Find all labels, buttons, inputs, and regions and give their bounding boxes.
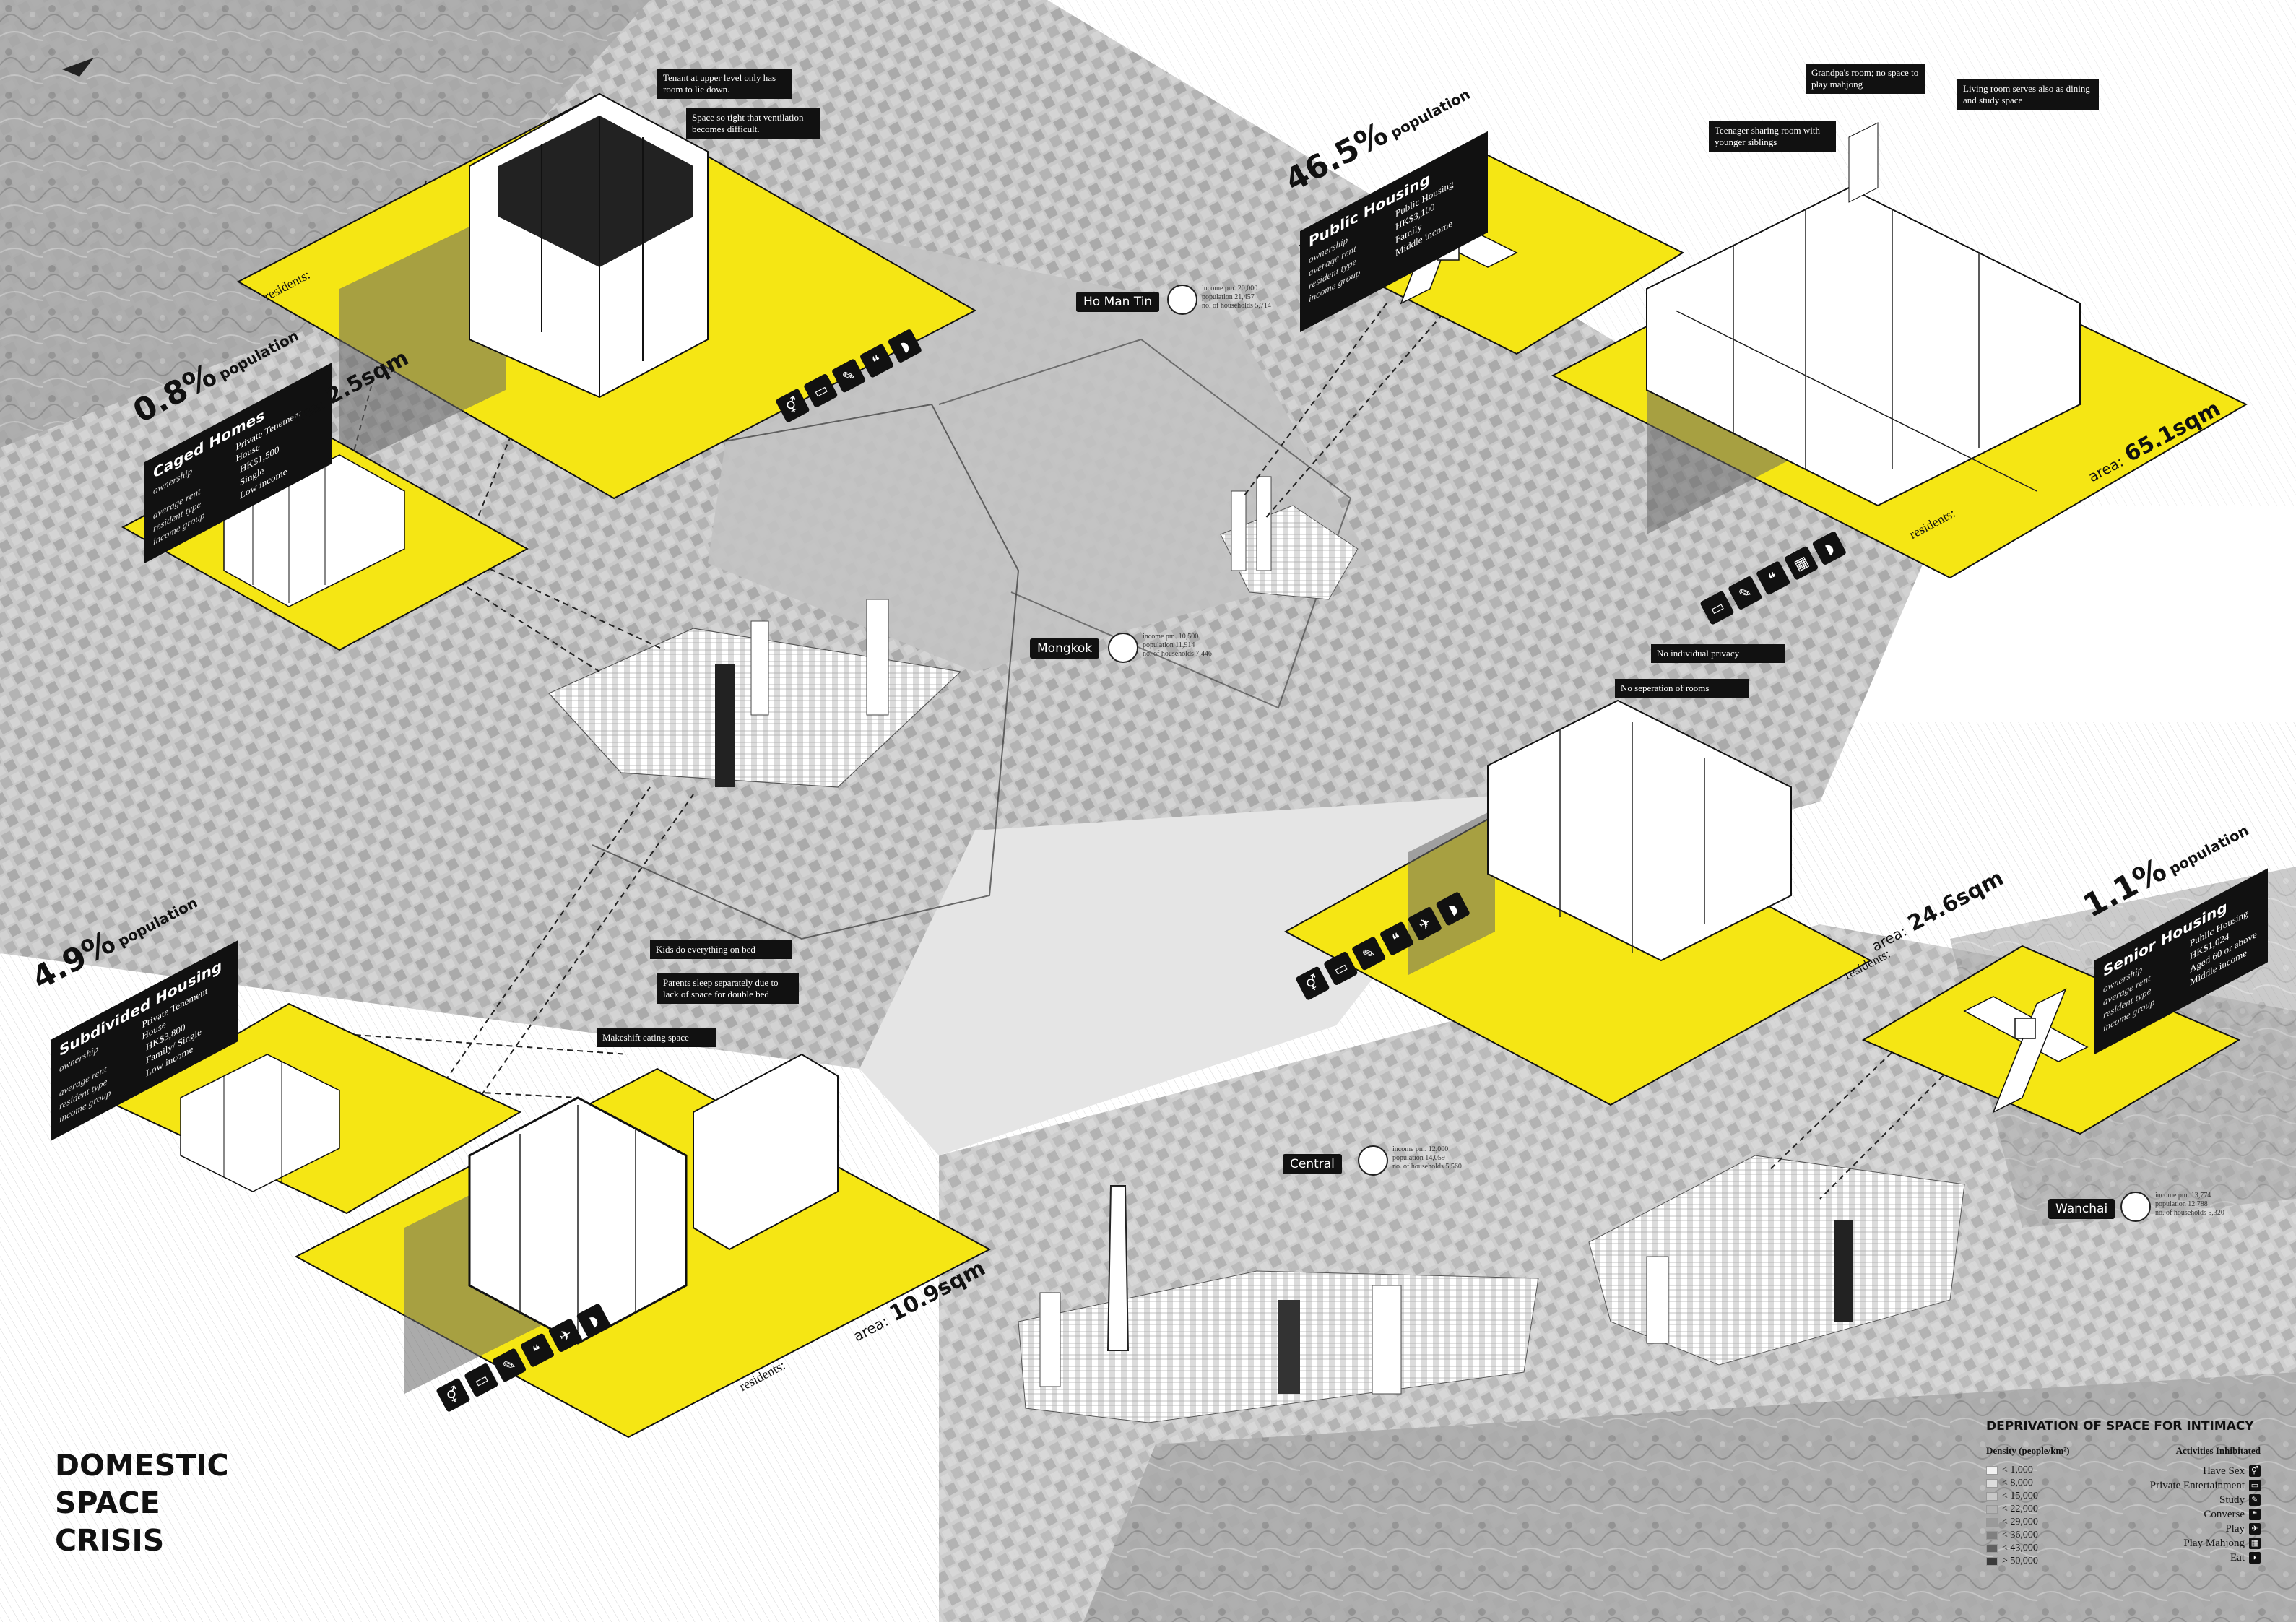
entertainment-icon: ▭: [2249, 1480, 2261, 1491]
density-swatch: [1986, 1544, 1998, 1553]
district-label-wanchai: Wanchai: [2048, 1199, 2115, 1219]
panel-subdivided-floorplan: [113, 1002, 522, 1215]
density-swatch: [1986, 1531, 1998, 1540]
play-icon: ✈: [2249, 1523, 2261, 1535]
panel-senior-floorplan: [1861, 945, 2241, 1135]
public-note-grandpa: Grandpa's room; no space to play mahjong: [1806, 64, 1925, 94]
middle-note-rooms: No seperation of rooms: [1615, 679, 1749, 698]
density-swatch: [1986, 1518, 1998, 1527]
caged-note-ventilation: Space so tight that ventilation becomes …: [686, 108, 820, 139]
district-stats-wanchai: income pm. 13,774 population 12,788 no. …: [2155, 1192, 2224, 1217]
district-income-ring-icon: [1358, 1145, 1388, 1176]
mahjong-icon: ▦: [2249, 1538, 2261, 1549]
legend: DEPRIVATION OF SPACE FOR INTIMACY Densit…: [1986, 1419, 2261, 1568]
density-swatch: [1986, 1557, 1998, 1566]
mongkok-buildings: [548, 599, 962, 788]
density-swatch: [1986, 1505, 1998, 1514]
panel-subdivided-unit: [294, 1053, 992, 1439]
subdivided-note-eating: Makeshift eating space: [597, 1028, 716, 1047]
eat-icon: ◗: [2249, 1552, 2261, 1564]
caged-note-upper: Tenant at upper level only has room to l…: [657, 69, 792, 99]
legend-activities: Activities Inhibitated Have Sex⚥ Private…: [2149, 1445, 2261, 1564]
have-sex-icon: ⚥: [2249, 1465, 2261, 1477]
homantin-buildings: [1220, 476, 1359, 600]
panel-public-unit: [1551, 122, 2248, 579]
legend-density: Density (people/km²) < 1,000 < 8,000 < 1…: [1986, 1445, 2070, 1566]
district-label-homantin: Ho Man Tin: [1076, 292, 1160, 312]
district-income-ring-icon: [1167, 285, 1197, 315]
central-buildings: [1018, 1185, 1539, 1423]
district-stats-homantin: income pm. 20,000 population 21,457 no. …: [1202, 285, 1271, 310]
district-label-mongkok: Mongkok: [1030, 638, 1100, 659]
converse-icon: ❝: [2249, 1509, 2261, 1520]
district-label-central: Central: [1283, 1154, 1342, 1174]
study-icon: ✎: [2249, 1494, 2261, 1506]
public-note-teenager: Teenager sharing room with younger sibli…: [1709, 121, 1836, 152]
district-income-ring-icon: [1108, 633, 1138, 663]
district-stats-mongkok: income pm. 10,500 population 11,914 no. …: [1143, 633, 1212, 658]
legend-title: DEPRIVATION OF SPACE FOR INTIMACY: [1986, 1419, 2254, 1434]
density-swatch: [1986, 1466, 1998, 1475]
public-note-living: Living room serves also as dining and st…: [1957, 79, 2099, 110]
density-swatch: [1986, 1492, 1998, 1501]
density-swatch: [1986, 1479, 1998, 1488]
wanchai-buildings: [1588, 1155, 1965, 1366]
district-income-ring-icon: [2120, 1192, 2151, 1222]
subdivided-note-kids: Kids do everything on bed: [650, 940, 792, 959]
subdivided-note-parents: Parents sleep separately due to lack of …: [657, 973, 799, 1004]
north-arrow-icon: [62, 58, 94, 77]
middle-note-privacy: No individual privacy: [1651, 644, 1785, 663]
poster-title: DOMESTIC SPACE CRISIS: [55, 1448, 229, 1558]
district-stats-central: income pm. 12,000 population 14,059 no. …: [1392, 1145, 1462, 1171]
